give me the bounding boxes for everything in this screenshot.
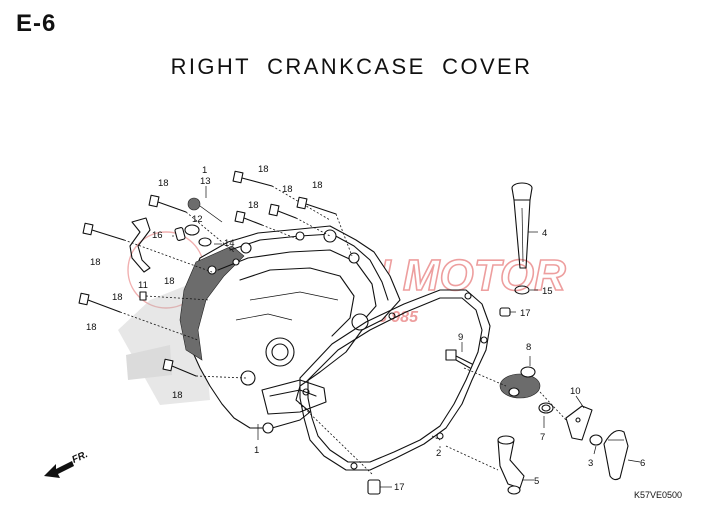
ref-number: 12 — [192, 214, 203, 225]
ref-number: 18 — [158, 178, 169, 189]
ref-number: 11 — [138, 280, 148, 291]
ref-number: 1 — [254, 445, 259, 456]
section-code: E-6 — [16, 10, 57, 37]
bolt — [82, 222, 213, 273]
ref-number: 3 — [588, 458, 593, 469]
diagram-title: RIGHT CRANKCASE COVER — [170, 54, 533, 79]
clamp-11 — [129, 217, 151, 273]
ref-number: 17 — [520, 308, 531, 319]
ref-number: 18 — [90, 257, 101, 268]
ref-number: 18 — [248, 200, 259, 211]
ref-number: 16 — [152, 230, 163, 241]
ref-number: 1 — [202, 165, 207, 176]
ref-number: 7 — [540, 432, 545, 443]
oil-seal-7 — [538, 402, 554, 414]
ref-number: 9 — [458, 332, 463, 343]
ref-number: 14 — [224, 238, 235, 249]
ref-number: 5 — [534, 476, 539, 487]
ref-number: 18 — [164, 276, 175, 287]
ref-number: 17 — [394, 482, 405, 493]
stud-bolt-9 — [445, 342, 473, 369]
o-ring-12 — [184, 224, 200, 236]
oil-filler-cap-assy — [187, 197, 223, 223]
ref-number: 4 — [542, 228, 547, 239]
ref-number: 18 — [172, 390, 183, 401]
oil-level-gauge — [511, 182, 538, 295]
ref-number: 18 — [258, 164, 269, 175]
dowel-pin-17-lower — [367, 479, 392, 495]
reference-numbers: 1 13 18 18 18 18 18 12 14 16 18 18 11 18… — [86, 164, 645, 493]
dowel-pin-17-upper — [499, 307, 516, 317]
bolt — [78, 292, 199, 341]
ref-number: 8 — [526, 342, 531, 353]
ref-number: 6 — [640, 458, 645, 469]
lifter-arm-6 — [603, 429, 641, 481]
bolt — [234, 210, 301, 241]
bolt — [296, 196, 353, 257]
lifter-cam-8 — [499, 356, 541, 399]
ref-number: 18 — [282, 184, 293, 195]
ref-number: 18 — [86, 322, 97, 333]
washer-14 — [198, 237, 212, 247]
o-ring-3 — [589, 434, 603, 446]
right-crankcase-cover — [179, 225, 401, 434]
ref-number: 10 — [570, 386, 581, 397]
ref-number: 18 — [312, 180, 323, 191]
ref-number: 13 — [200, 176, 211, 187]
bolt — [268, 203, 331, 237]
ref-number: 2 — [436, 448, 441, 459]
lifter-plate-10 — [565, 395, 593, 441]
ref-number: 15 — [542, 286, 553, 297]
bolt — [139, 291, 211, 301]
flange-bolts — [78, 170, 353, 379]
bolt — [148, 194, 235, 253]
crankcase-cover-gasket — [299, 289, 491, 471]
leader-lines — [172, 186, 597, 475]
front-direction-arrow — [44, 461, 74, 478]
dowel-pin-16 — [174, 227, 186, 241]
diagram-code: K57VE0500 — [634, 490, 683, 500]
ref-number: 18 — [112, 292, 123, 303]
shift-arm-5 — [497, 435, 534, 495]
bolt — [162, 358, 247, 379]
